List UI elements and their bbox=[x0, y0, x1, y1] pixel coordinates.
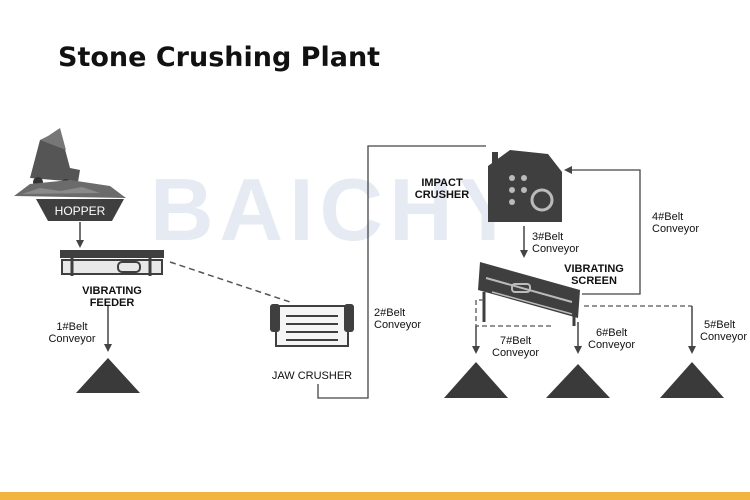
vibrating-screen bbox=[478, 262, 580, 326]
belt3-label-1: 3#Belt bbox=[532, 231, 563, 243]
hopper: HOPPER bbox=[36, 199, 124, 221]
stockpile-1 bbox=[76, 358, 140, 393]
page-title: Stone Crushing Plant bbox=[58, 42, 381, 73]
impact-crusher-label-2: CRUSHER bbox=[415, 189, 469, 201]
impact-crusher-label-1: IMPACT bbox=[421, 177, 463, 189]
belt3-label-2: Conveyor bbox=[532, 243, 579, 255]
stockpile-7 bbox=[444, 362, 508, 398]
belt1-label-2: Conveyor bbox=[48, 333, 95, 345]
vibrating-screen-label-2: SCREEN bbox=[571, 275, 617, 287]
belt5-label-2: Conveyor bbox=[700, 331, 747, 343]
belt4-label-1: 4#Belt bbox=[652, 211, 683, 223]
belt4-label-2: Conveyor bbox=[652, 223, 699, 235]
vibrating-feeder bbox=[60, 250, 164, 276]
belt1-label-1: 1#Belt bbox=[56, 321, 87, 333]
belt2-label-2: Conveyor bbox=[374, 319, 421, 331]
vibrating-feeder-label-1: VIBRATING bbox=[82, 285, 142, 297]
watermark: BAICHY bbox=[150, 160, 523, 259]
belt6-label-1: 6#Belt bbox=[596, 327, 627, 339]
vibrating-feeder-label-2: FEEDER bbox=[90, 297, 135, 309]
belt7-label-2: Conveyor bbox=[492, 347, 539, 359]
impact-crusher bbox=[488, 150, 562, 222]
vibrating-screen-label-1: VIBRATING bbox=[564, 263, 624, 275]
belt6-label-2: Conveyor bbox=[588, 339, 635, 351]
hopper-label: HOPPER bbox=[55, 204, 106, 218]
accent-bar bbox=[0, 492, 750, 500]
jaw-crusher-label: JAW CRUSHER bbox=[272, 370, 352, 382]
stockpile-6 bbox=[546, 364, 610, 398]
belt2-label-1: 2#Belt bbox=[374, 307, 405, 319]
dump-truck-icon bbox=[14, 128, 126, 198]
jaw-crusher bbox=[270, 304, 354, 347]
stockpile-5 bbox=[660, 362, 724, 398]
belt5-label-1: 5#Belt bbox=[704, 319, 735, 331]
belt7-label-1: 7#Belt bbox=[500, 335, 531, 347]
